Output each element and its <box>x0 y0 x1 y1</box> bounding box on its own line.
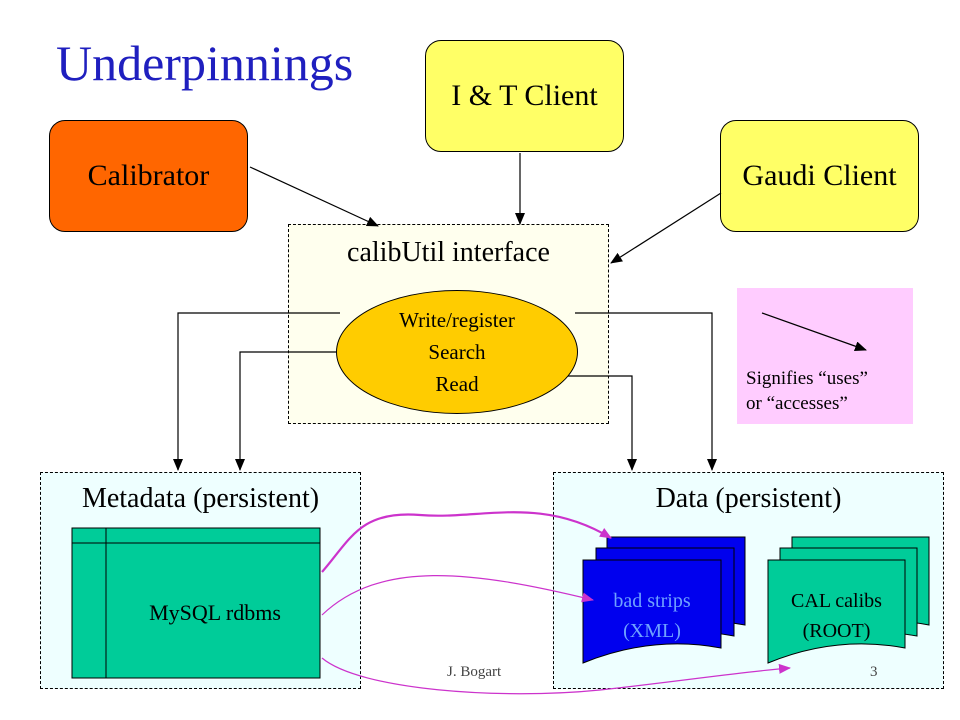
operation-write-register: Write/register <box>399 308 515 332</box>
arrow-gaudi-to-interface <box>610 192 722 264</box>
legend-line1: Signifies “uses” <box>746 368 868 389</box>
cal-calibs-label: CAL calibs (ROOT) <box>768 586 905 646</box>
cal-calibs-format: (ROOT) <box>802 620 871 642</box>
link-rdbms-to-cal-calibs <box>321 657 791 695</box>
footer-page-number: 3 <box>870 664 878 680</box>
gaudi-client-label: Gaudi Client <box>742 159 897 192</box>
mysql-rdbms-label: MySQL rdbms <box>149 600 281 625</box>
legend-arrow <box>761 312 867 352</box>
calibutil-interface-label: calibUtil interface <box>347 237 550 268</box>
operation-search: Search <box>428 340 486 364</box>
arrow-write-to-data <box>575 312 717 471</box>
gaudi-client-box: Gaudi Client <box>720 120 919 232</box>
metadata-persistent-label: Metadata (persistent) <box>81 483 320 514</box>
bad-strips-document-stack <box>582 536 746 664</box>
arrow-calibrator-to-interface <box>249 166 379 227</box>
bad-strips-name: bad strips <box>613 590 691 612</box>
legend-line2: or “accesses” <box>746 393 848 414</box>
it-client-label: I & T Client <box>451 79 598 112</box>
operation-read: Read <box>435 372 479 396</box>
arrow-search-to-metadata <box>235 351 340 471</box>
data-persistent-label: Data (persistent) <box>655 483 842 514</box>
legend-box: Signifies “uses” or “accesses” <box>737 288 913 424</box>
arrow-write-to-metadata <box>173 312 340 471</box>
cal-calibs-name: CAL calibs <box>791 590 882 612</box>
calibrator-label: Calibrator <box>87 159 210 192</box>
link-rdbms-to-bad-strips <box>321 575 594 616</box>
bad-strips-format: (XML) <box>623 620 681 642</box>
page-title: Underpinnings <box>56 35 354 91</box>
operations-ellipse: Write/register Search Read <box>336 290 578 414</box>
calibrator-box: Calibrator <box>49 120 248 232</box>
it-client-box: I & T Client <box>425 40 624 152</box>
cal-calibs-document-stack <box>767 536 930 664</box>
bad-strips-label: bad strips (XML) <box>583 586 721 646</box>
footer-author: J. Bogart <box>447 664 502 680</box>
link-rdbms-to-bad-strips-thick <box>321 511 612 573</box>
mysql-rdbms-table <box>71 527 321 679</box>
